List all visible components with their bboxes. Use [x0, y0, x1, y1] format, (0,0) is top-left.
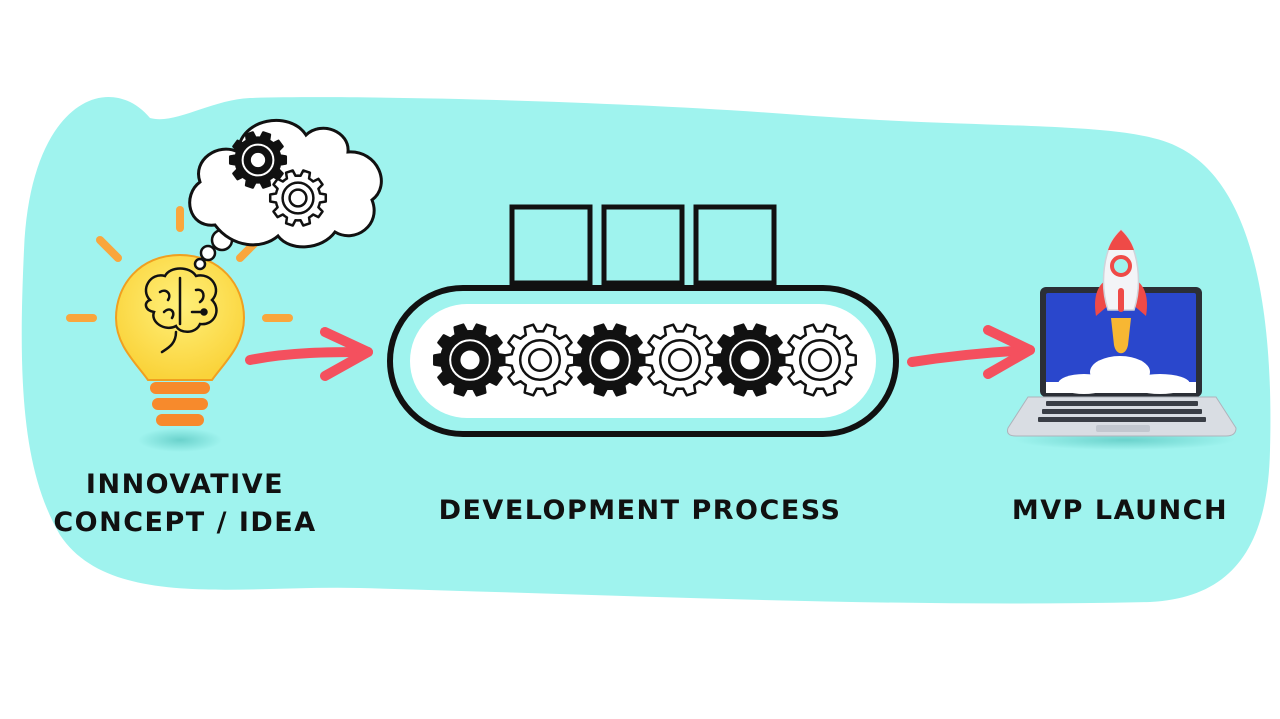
thought-bubble — [188, 118, 383, 271]
conveyor-box-3 — [693, 204, 777, 286]
thought-gear-dark — [228, 131, 288, 189]
bulb-base — [150, 382, 210, 426]
thought-gear-light — [268, 169, 328, 227]
brain-icon — [144, 267, 218, 354]
conveyor-gear-2-light — [503, 323, 577, 397]
bulb-shadow — [138, 428, 222, 452]
conveyor-gears-icon — [387, 204, 899, 437]
laptop-base — [1007, 396, 1237, 437]
conveyor-box-1 — [509, 204, 593, 286]
step-label-development: DEVELOPMENT PROCESS — [410, 492, 870, 530]
arrow-idea-to-development — [245, 327, 373, 381]
step-label-idea-line-1: INNOVATIVE — [85, 469, 285, 500]
laptop-rocket-icon — [1007, 228, 1237, 450]
step-label-idea-line-2: CONCEPT / IDEA — [53, 507, 317, 538]
arrow-development-to-launch — [907, 325, 1035, 379]
conveyor-gear-6-light — [783, 323, 857, 397]
conveyor-gear-4-light — [643, 323, 717, 397]
rocket-flame — [1111, 318, 1131, 354]
step-label-development-line-1: DEVELOPMENT PROCESS — [438, 495, 842, 526]
rocket — [1095, 228, 1147, 316]
conveyor-gear-3-dark — [573, 323, 647, 397]
laptop-trackpad — [1096, 425, 1150, 432]
step-label-launch: MVP LAUNCH — [1000, 492, 1240, 530]
conveyor-gear-1-dark — [433, 323, 507, 397]
step-label-idea: INNOVATIVE CONCEPT / IDEA — [40, 466, 330, 542]
conveyor-gear-5-dark — [713, 323, 787, 397]
launch-smoke — [1046, 356, 1196, 394]
laptop-keyboard — [1038, 401, 1206, 422]
step-label-launch-line-1: MVP LAUNCH — [1011, 495, 1229, 526]
lightbulb-brain-icon — [66, 118, 383, 452]
conveyor-box-2 — [601, 204, 685, 286]
